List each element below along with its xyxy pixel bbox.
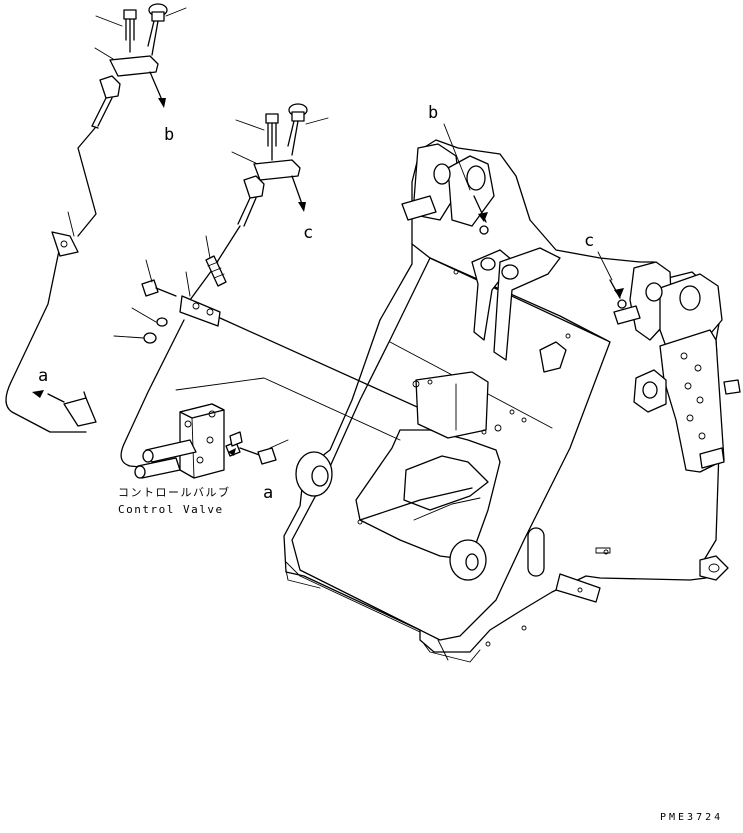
loader-front-frame bbox=[283, 123, 741, 663]
pin-boss bbox=[295, 451, 333, 497]
bracket-assembly-c bbox=[231, 103, 329, 227]
bolt bbox=[141, 279, 177, 297]
ref-label-b-frame: b bbox=[428, 103, 438, 123]
control-cable-left bbox=[5, 127, 97, 433]
ref-label-c: c bbox=[303, 223, 313, 243]
bolt bbox=[205, 255, 227, 287]
control-cable-middle bbox=[113, 225, 447, 469]
ref-label-c-frame: c bbox=[584, 231, 594, 251]
bolt bbox=[147, 3, 168, 56]
bracket-assembly-b bbox=[91, 3, 187, 129]
drawing-code: PME3724 bbox=[660, 812, 723, 823]
bolt bbox=[287, 103, 308, 156]
bolt bbox=[265, 113, 279, 161]
control-valve bbox=[134, 377, 401, 479]
pin-boss bbox=[449, 539, 487, 581]
control-valve-label-en: Control Valve bbox=[118, 503, 224, 516]
ref-label-a-valve: a bbox=[263, 483, 273, 503]
ref-label-b: b bbox=[164, 125, 174, 145]
bolt bbox=[123, 9, 137, 53]
control-valve-label-jp: コントロールバルブ bbox=[118, 485, 231, 499]
ref-label-a: a bbox=[38, 366, 48, 386]
